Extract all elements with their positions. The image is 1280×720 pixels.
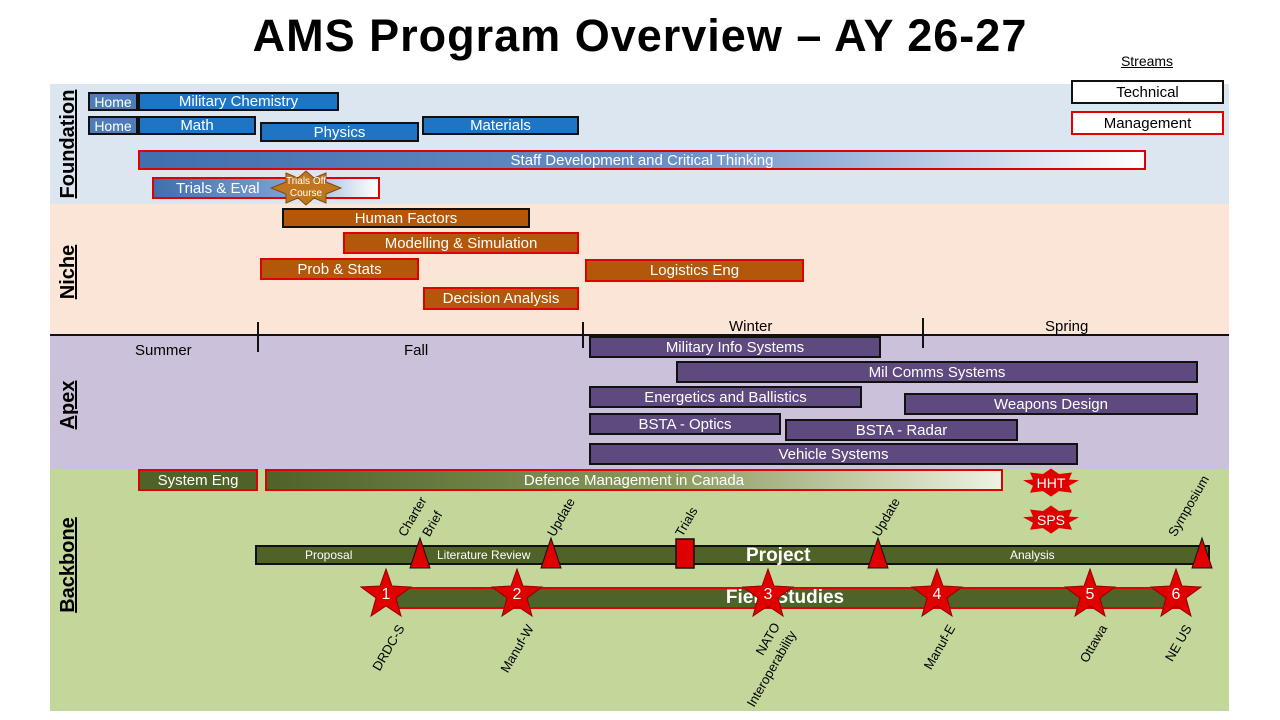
section-label-backbone: Backbone: [57, 517, 79, 613]
tick-fall-winter: [582, 322, 584, 348]
star-2-label: 2: [512, 586, 522, 603]
bsta-optics-bar: BSTA - Optics: [589, 413, 781, 435]
hht-sps-bursts: [1023, 468, 1079, 534]
mil-comms-systems-bar: Mil Comms Systems: [676, 361, 1198, 383]
system-eng-bar: System Eng: [138, 469, 258, 491]
military-chemistry-bar: Military Chemistry: [138, 92, 339, 111]
charter-brief-marker: [409, 536, 431, 569]
section-label-foundation: Foundation: [57, 89, 79, 199]
season-fall: Fall: [404, 342, 429, 359]
literature-review-label: Literature Review: [437, 548, 531, 562]
trials-eval-bar: Trials & Eval: [152, 177, 380, 199]
milestone-markers: [409, 536, 1213, 569]
human-factors-bar: Human Factors: [282, 208, 530, 228]
burst-shape: [270, 170, 342, 206]
star-1-label: 1: [381, 586, 391, 603]
staff-development-bar: Staff Development and Critical Thinking: [138, 150, 1146, 170]
energetics-ballistics-bar: Energetics and Ballistics: [589, 386, 862, 408]
hht-burst: [1023, 468, 1079, 497]
logistics-eng-bar: Logistics Eng: [585, 259, 804, 282]
defence-management-bar: Defence Management in Canada: [265, 469, 1003, 491]
star-4-label: 4: [932, 586, 942, 603]
season-spring: Spring: [1045, 318, 1089, 335]
physics-bar: Physics: [260, 122, 419, 142]
bsta-radar-bar: BSTA - Radar: [785, 419, 1018, 441]
trials-marker: [675, 538, 695, 569]
star-5-label: 5: [1085, 586, 1095, 603]
trials-off-course-label: Trials Off Course: [285, 176, 326, 199]
sps-label: SPS: [1036, 512, 1065, 528]
vehicle-systems-bar: Vehicle Systems: [589, 443, 1078, 465]
update-marker-1: [540, 536, 562, 569]
trials-eval-label: Trials & Eval: [176, 179, 260, 197]
materials-bar: Materials: [422, 116, 579, 135]
season-summer: Summer: [135, 342, 192, 359]
star-6-label: 6: [1171, 586, 1181, 603]
legend-heading: Streams: [1120, 53, 1174, 69]
symposium-marker: [1191, 536, 1213, 569]
military-info-systems-bar: Military Info Systems: [589, 336, 881, 358]
star-5-shape: [1063, 567, 1117, 618]
project-bar: [255, 545, 1210, 565]
section-label-niche: Niche: [57, 244, 79, 300]
prob-stats-bar: Prob & Stats: [260, 258, 419, 280]
proposal-label: Proposal: [305, 548, 353, 562]
page-title: AMS Program Overview – AY 26-27: [252, 10, 1028, 61]
home-chemistry-bar: Home: [88, 92, 138, 111]
star-4-shape: [910, 567, 964, 618]
project-label: Project: [746, 545, 811, 566]
star-1-shape: [360, 567, 413, 618]
section-label-apex: Apex: [57, 380, 79, 430]
home-math-bar: Home: [88, 116, 138, 135]
star-2-shape: [490, 567, 544, 618]
trials-off-course-burst: [270, 170, 342, 206]
timeline-axis: [50, 334, 1229, 336]
modelling-simulation-bar: Modelling & Simulation: [343, 232, 579, 254]
tick-winter-spring: [922, 318, 924, 348]
tick-summer-fall: [257, 322, 259, 352]
legend-management: Management: [1071, 111, 1224, 135]
analysis-label: Analysis: [1010, 548, 1055, 562]
star-3-shape: [741, 567, 795, 618]
season-winter: Winter: [729, 318, 773, 335]
legend-technical: Technical: [1071, 80, 1224, 104]
star-6-shape: [1149, 567, 1203, 618]
star-3-label: 3: [763, 586, 773, 603]
update-marker-2: [867, 536, 889, 569]
weapons-design-bar: Weapons Design: [904, 393, 1198, 415]
field-study-stars: [360, 567, 1203, 618]
sps-burst: [1023, 505, 1079, 534]
decision-analysis-bar: Decision Analysis: [423, 287, 579, 310]
math-bar: Math: [138, 116, 256, 135]
hht-label: HHT: [1036, 475, 1066, 491]
